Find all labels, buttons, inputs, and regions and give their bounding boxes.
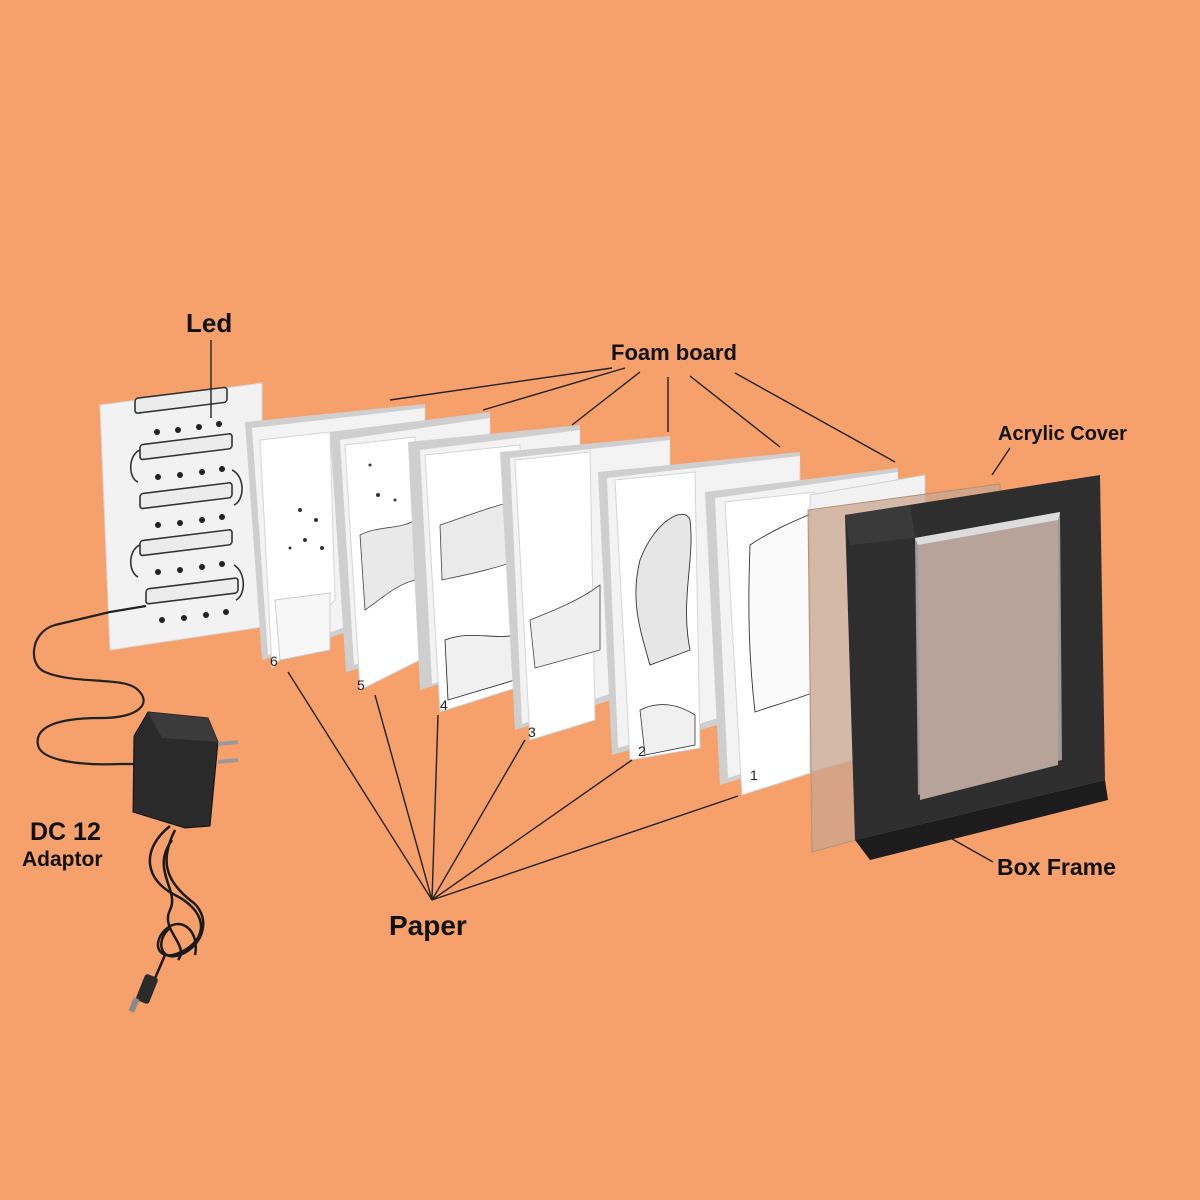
paper-number-6: 6 xyxy=(270,653,278,669)
led-bulbs xyxy=(154,421,229,623)
label-box-frame: Box Frame xyxy=(997,854,1116,880)
label-acrylic-cover: Acrylic Cover xyxy=(998,423,1127,445)
label-adaptor-line2: Adaptor xyxy=(22,848,103,871)
paper-number-4: 4 xyxy=(440,697,448,713)
label-adaptor-line1: DC 12 xyxy=(30,818,101,846)
led-strips xyxy=(134,386,239,605)
paper-number-3: 3 xyxy=(528,724,536,740)
label-foam-board: Foam board xyxy=(611,340,737,365)
adaptor-coil xyxy=(148,825,205,991)
paper-number-5: 5 xyxy=(357,677,365,693)
adaptor-cable xyxy=(32,604,147,766)
paper-number-1: 1 xyxy=(750,767,758,783)
dc-plug xyxy=(128,974,158,1013)
leader-lines xyxy=(210,340,1011,901)
label-paper: Paper xyxy=(389,910,467,941)
paper-numbers: 6 5 4 3 2 1 xyxy=(270,653,758,783)
adaptor-body xyxy=(132,711,239,829)
led-panel xyxy=(99,382,263,651)
paper-number-2: 2 xyxy=(638,743,646,759)
box-frame xyxy=(845,475,1108,860)
label-led: Led xyxy=(186,308,233,338)
